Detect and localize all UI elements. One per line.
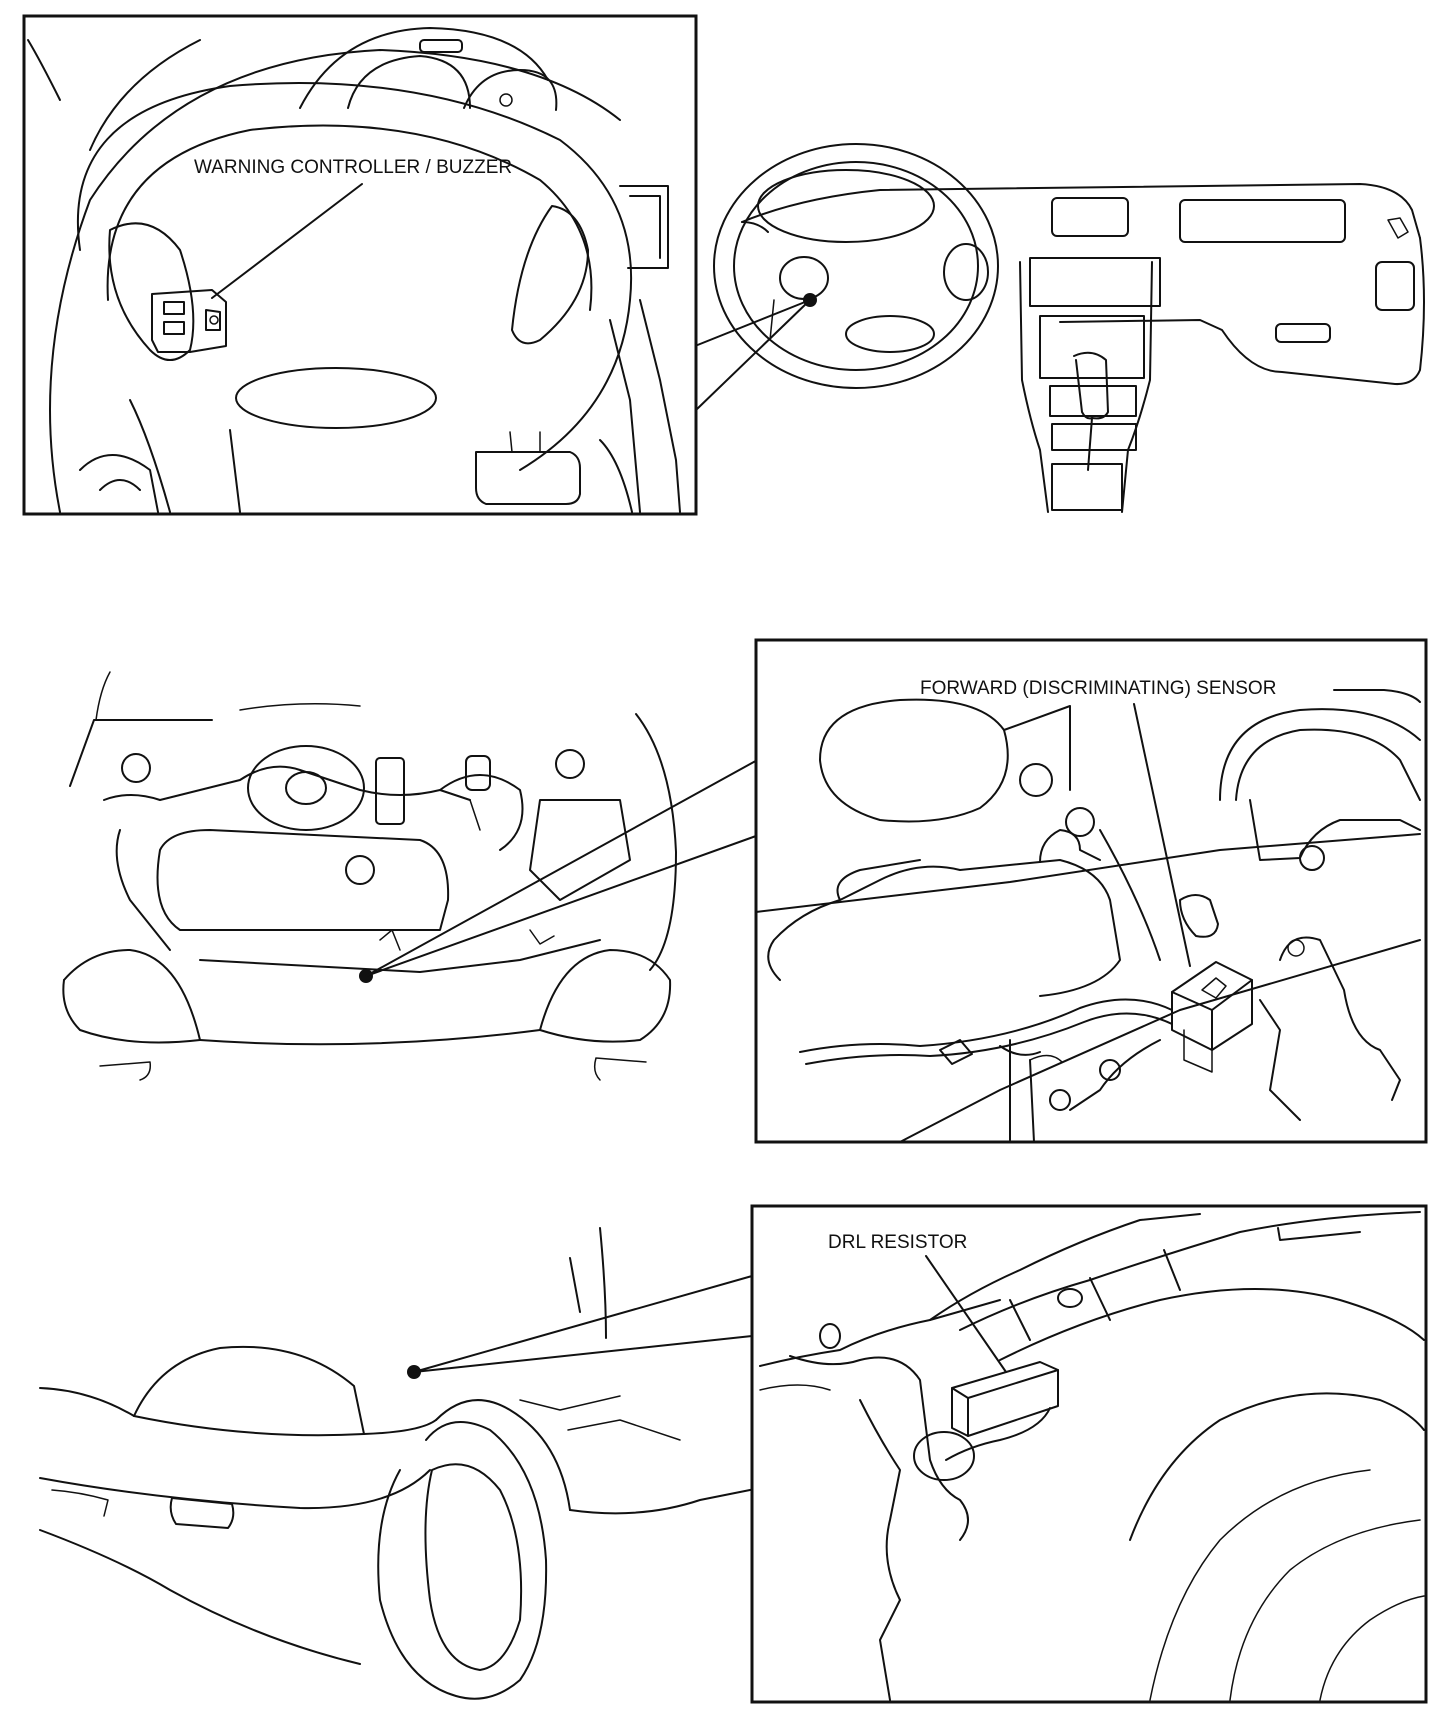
sensor-leader-line [1133,703,1191,967]
engine-bay-overview [62,671,677,1081]
label-warning-controller-buzzer: WARNING CONTROLLER / BUZZER [194,157,512,178]
warning-controller-buzzer-component [151,289,227,353]
callout-leader-2 [365,741,791,977]
resistor-leader-line [925,1255,1007,1373]
detail-view-drl-resistor [750,1204,1428,1704]
forward-sensor-component [1171,961,1253,1073]
front-fender-overview [39,1227,761,1700]
callout-leader-1 [689,299,811,411]
dashboard-overview [713,143,1425,513]
buzzer-leader-line [211,183,363,299]
drl-resistor-component [945,1361,1059,1461]
label-drl-resistor: DRL RESISTOR [828,1232,967,1253]
label-forward-sensor: FORWARD (DISCRIMINATING) SENSOR [920,678,1276,699]
detail-view-steering-wheel [22,14,698,516]
detail-view-forward-sensor [754,638,1428,1144]
callout-leader-3 [413,1275,753,1373]
